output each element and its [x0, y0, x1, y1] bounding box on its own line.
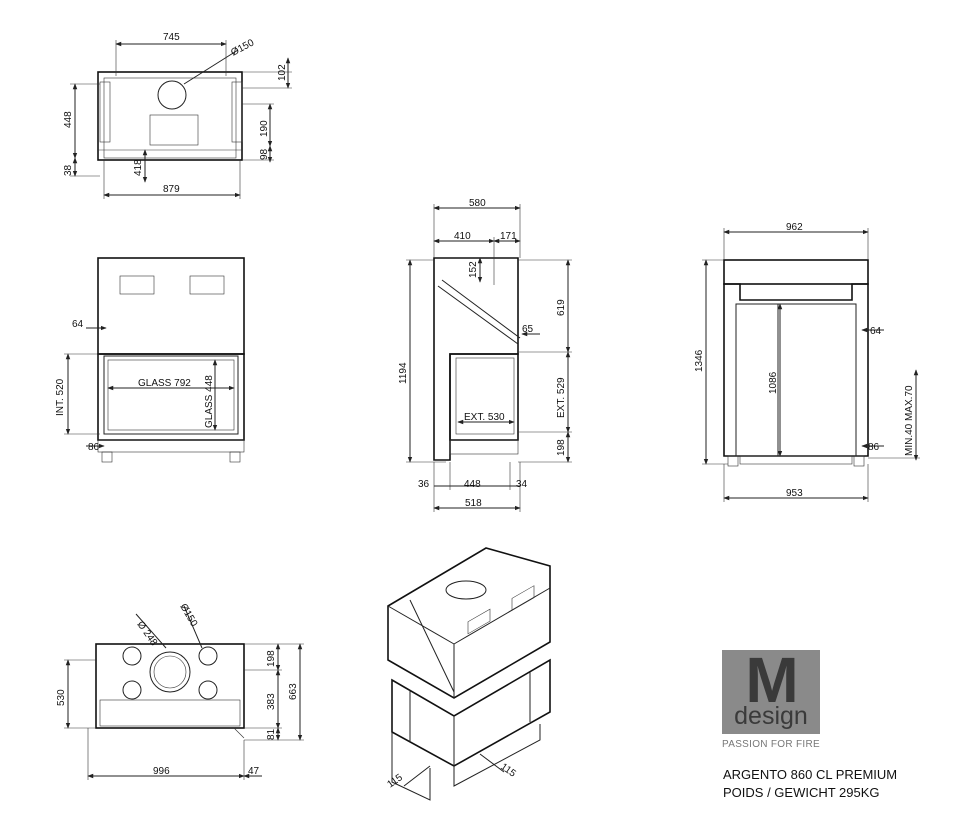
- dim-diam-150: Ø150: [229, 37, 256, 58]
- dim-745: 745: [163, 32, 180, 43]
- dim-86-front: 86: [88, 442, 100, 453]
- side-view: 580 410 171 152 1194 619 65 EXT. 529 EXT…: [398, 198, 572, 512]
- dim-102: 102: [277, 64, 288, 81]
- dim-198-side: 198: [556, 439, 567, 456]
- dim-448: 448: [63, 111, 74, 128]
- dim-min-max: MIN.40 MAX.70: [904, 385, 915, 456]
- dim-448-side: 448: [464, 479, 481, 490]
- dim-152: 152: [468, 261, 479, 278]
- dim-418: 418: [133, 159, 144, 176]
- front-view: 64 INT. 520 GLASS 792 GLASS 448 86: [55, 257, 245, 463]
- dim-115-right: 115: [498, 761, 518, 779]
- dim-65: 65: [522, 324, 534, 335]
- dim-663: 663: [288, 683, 299, 700]
- dim-diam-150-bottom: Ø150: [177, 602, 199, 629]
- dim-64-front: 64: [72, 319, 84, 330]
- dim-619: 619: [556, 299, 567, 316]
- dim-1086: 1086: [768, 371, 779, 394]
- dim-962: 962: [786, 222, 803, 233]
- dim-36: 36: [418, 479, 430, 490]
- dim-glass-448: GLASS 448: [204, 375, 215, 428]
- logo-letter: M: [745, 644, 798, 716]
- dim-996: 996: [153, 766, 170, 777]
- dim-ext-530: EXT. 530: [464, 412, 505, 423]
- product-model: ARGENTO 860 CL PREMIUM: [723, 767, 898, 782]
- dim-115-left: 115: [385, 772, 405, 790]
- dim-38: 38: [63, 164, 74, 176]
- dim-ext-529: EXT. 529: [556, 377, 567, 418]
- dim-81: 81: [266, 728, 277, 740]
- m-design-logo: M design: [722, 644, 820, 734]
- top-view: 745 Ø150 102 448 190 98 38 418 879: [63, 32, 292, 199]
- dim-530: 530: [56, 689, 67, 706]
- rear-view: 962 1346 1086 64 MIN.40 MAX.70 86 953: [694, 222, 920, 502]
- dim-98: 98: [259, 148, 270, 160]
- dim-86-rear: 86: [868, 442, 880, 453]
- dim-glass-792: GLASS 792: [138, 378, 191, 389]
- dim-47: 47: [248, 766, 260, 777]
- bottom-view: Ø 248 Ø150 198 383 663 530 81 996 47: [56, 602, 304, 780]
- dim-580: 580: [469, 198, 486, 209]
- product-weight: POIDS / GEWICHT 295KG: [723, 785, 880, 800]
- dim-171: 171: [500, 231, 517, 242]
- dim-int-520: INT. 520: [55, 378, 66, 416]
- dim-518: 518: [465, 498, 482, 509]
- dim-64-rear: 64: [870, 326, 882, 337]
- dim-879: 879: [163, 184, 180, 195]
- dim-198-bottom: 198: [266, 650, 277, 667]
- dim-34: 34: [516, 479, 528, 490]
- logo-word: design: [734, 702, 808, 730]
- dim-1194: 1194: [398, 362, 409, 384]
- brand-slogan: PASSION FOR FIRE: [722, 739, 820, 750]
- isometric-view: 115 115: [385, 547, 551, 801]
- dim-190: 190: [259, 120, 270, 137]
- dim-410: 410: [454, 231, 471, 242]
- dim-383: 383: [266, 693, 277, 710]
- dim-1346: 1346: [694, 349, 705, 372]
- dim-953: 953: [786, 488, 803, 499]
